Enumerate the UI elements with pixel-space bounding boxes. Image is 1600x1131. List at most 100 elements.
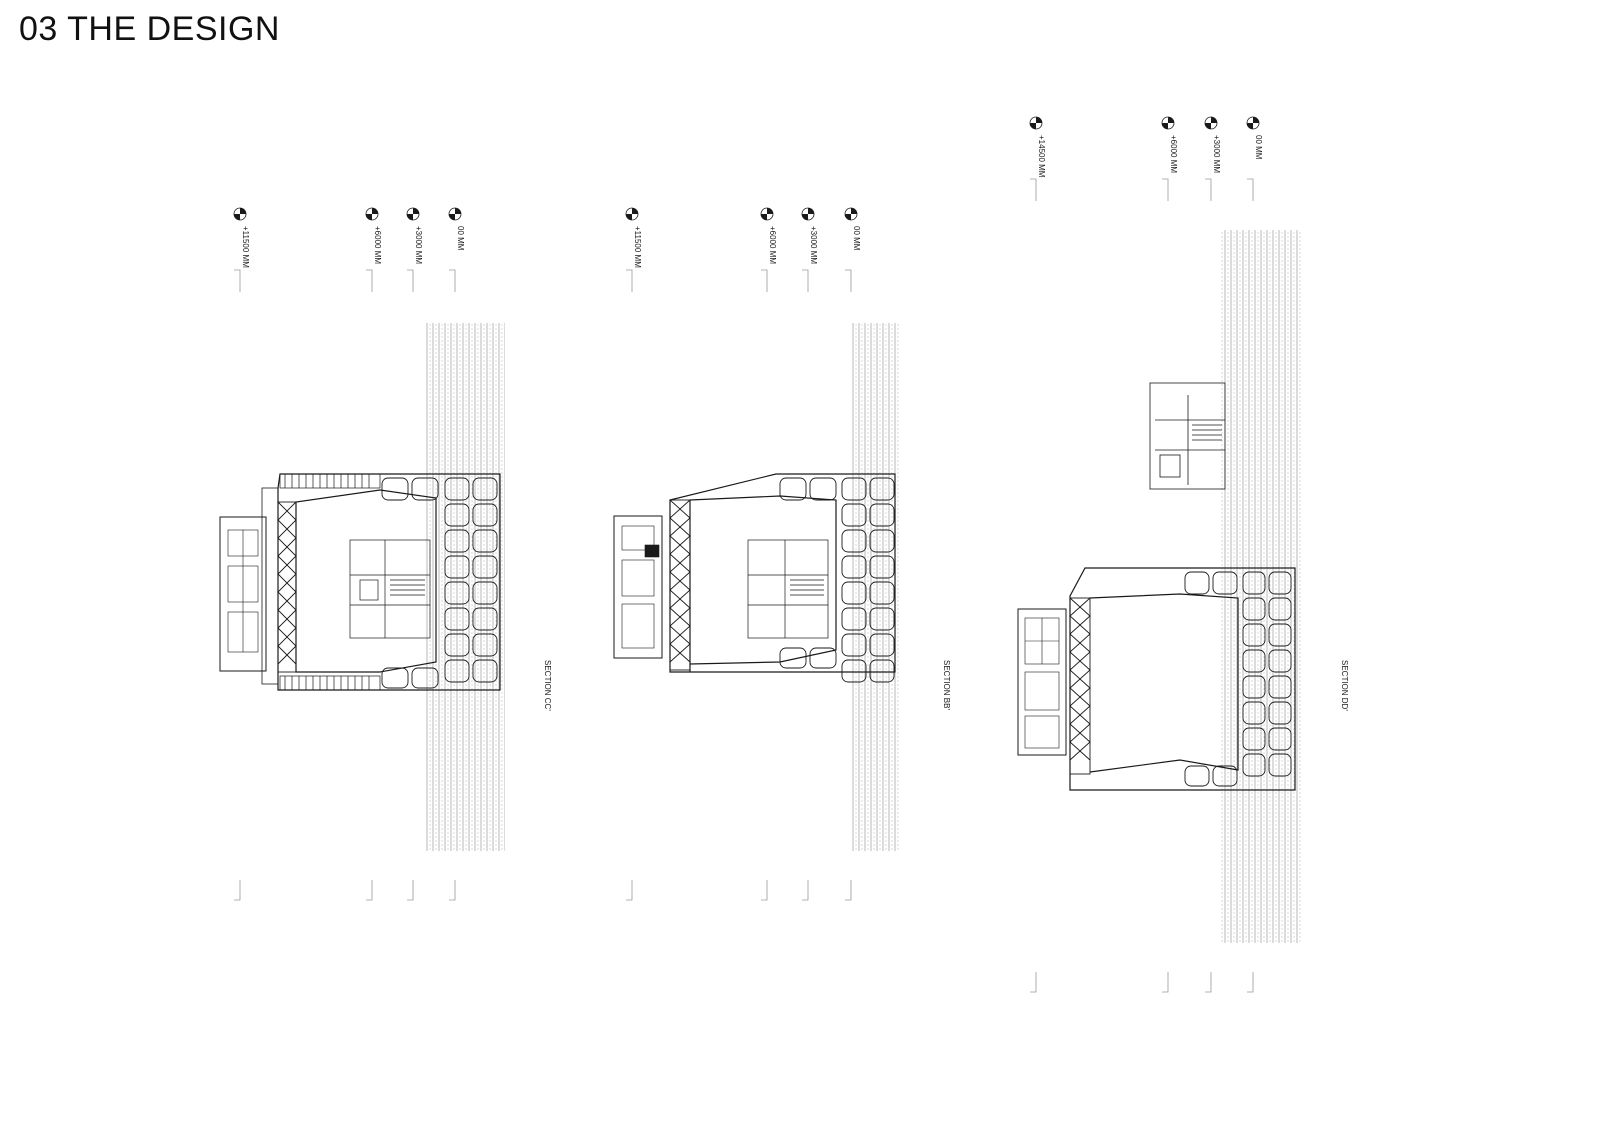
hull-cell (841, 633, 867, 657)
level-marker: 00 MM (844, 207, 861, 901)
level-bracket-bottom (626, 880, 633, 901)
hull-cell (472, 529, 498, 553)
side-cabin (613, 515, 663, 659)
hull-cell (444, 555, 470, 579)
hull-cell (841, 555, 867, 579)
hull-cell (444, 581, 470, 605)
hull-cell (869, 607, 895, 631)
hull-cell (841, 477, 867, 501)
hull-cell (869, 659, 895, 683)
hull-cell (1268, 649, 1292, 673)
level-bracket-bottom (761, 880, 768, 901)
hull-cell (869, 503, 895, 527)
page-title: 03 THE DESIGN (19, 10, 280, 48)
level-bracket-top (626, 269, 633, 292)
level-label: +6000 MM (373, 226, 382, 264)
level-bracket-top (366, 269, 373, 292)
hull-cell (472, 581, 498, 605)
level-bracket-bottom (366, 880, 373, 901)
level-label: +6000 MM (768, 226, 777, 264)
level-label: +3000 MM (1212, 135, 1221, 173)
level-marker: 00 MM (1246, 116, 1263, 993)
level-marker: 00 MM (448, 207, 465, 901)
hull-cell (1242, 675, 1266, 699)
level-bracket-bottom (845, 880, 852, 901)
level-label: +11500 MM (241, 226, 250, 268)
level-marker: +3000 MM (1204, 116, 1221, 993)
level-label: +3000 MM (414, 226, 423, 264)
section-bb-annotations: +11500 MM +6000 MM +3000 MM 00 MM SECTION BB… (625, 207, 951, 901)
hull-cell (444, 633, 470, 657)
section-dd (1017, 230, 1302, 943)
level-label: +6000 MM (1169, 135, 1178, 173)
level-bracket-top (802, 269, 809, 292)
hull-cell (381, 477, 409, 501)
hull-cell (1212, 765, 1238, 787)
hull-cell (444, 503, 470, 527)
hull-cell (869, 555, 895, 579)
hull-cell (1268, 753, 1292, 777)
level-bracket-top (1162, 178, 1169, 201)
hull-cell (1242, 727, 1266, 751)
level-bracket-top (845, 269, 852, 292)
level-marker: +6000 MM (365, 207, 382, 901)
level-bracket-bottom (234, 880, 241, 901)
level-bracket-bottom (449, 880, 456, 901)
hull-cell (1268, 675, 1292, 699)
water-hatch (852, 323, 900, 851)
section-label: SECTION BB' (942, 660, 951, 710)
truss (669, 499, 691, 671)
hull-cell (1268, 623, 1292, 647)
hull-cell (841, 607, 867, 631)
water-hatch (1220, 230, 1302, 943)
hull-cell (1212, 571, 1238, 595)
hull-cell (472, 503, 498, 527)
hull-cell (1242, 597, 1266, 621)
level-bracket-bottom (802, 880, 809, 901)
level-label: +14500 MM (1037, 135, 1046, 178)
level-bracket-top (1205, 178, 1212, 201)
level-label: 00 MM (852, 226, 861, 251)
section-bb (613, 323, 900, 851)
interior-rooms (747, 539, 829, 639)
level-marker: +3000 MM (801, 207, 818, 901)
hull-cell (869, 529, 895, 553)
hull-cell (1268, 571, 1292, 595)
hull-cell (472, 555, 498, 579)
section-cc (219, 323, 505, 851)
hull-cell (444, 659, 470, 683)
hull-cell (1184, 571, 1210, 595)
hull-cell (779, 477, 807, 501)
hull-cell (809, 647, 837, 669)
hull-cell (1242, 701, 1266, 725)
hull-cell (1268, 727, 1292, 751)
level-marker: +11500 MM (233, 207, 250, 901)
level-marker: +14500 MM (1029, 116, 1046, 993)
level-bracket-bottom (1247, 972, 1254, 993)
level-bracket-top (761, 269, 768, 292)
level-label: +11500 MM (633, 226, 642, 268)
level-bracket-bottom (1030, 972, 1037, 993)
hull-cell (809, 477, 837, 501)
level-label: 00 MM (456, 226, 465, 251)
level-bracket-top (407, 269, 414, 292)
hull-cell (1242, 753, 1266, 777)
truss (1069, 597, 1091, 775)
section-label: SECTION CC' (543, 660, 552, 711)
hull-cell (472, 607, 498, 631)
hull-cell (1242, 649, 1266, 673)
hull-cell (841, 659, 867, 683)
hull-cell (472, 477, 498, 501)
level-bracket-top (1247, 178, 1254, 201)
hull-cell (841, 529, 867, 553)
hull-cell (1268, 597, 1292, 621)
upper-cabin (1149, 382, 1226, 490)
hull-cell (869, 581, 895, 605)
level-bracket-bottom (1205, 972, 1212, 993)
level-bracket-top (1030, 178, 1037, 201)
hull-cell (841, 503, 867, 527)
side-cabin (1017, 608, 1067, 756)
hull-cell (472, 659, 498, 683)
